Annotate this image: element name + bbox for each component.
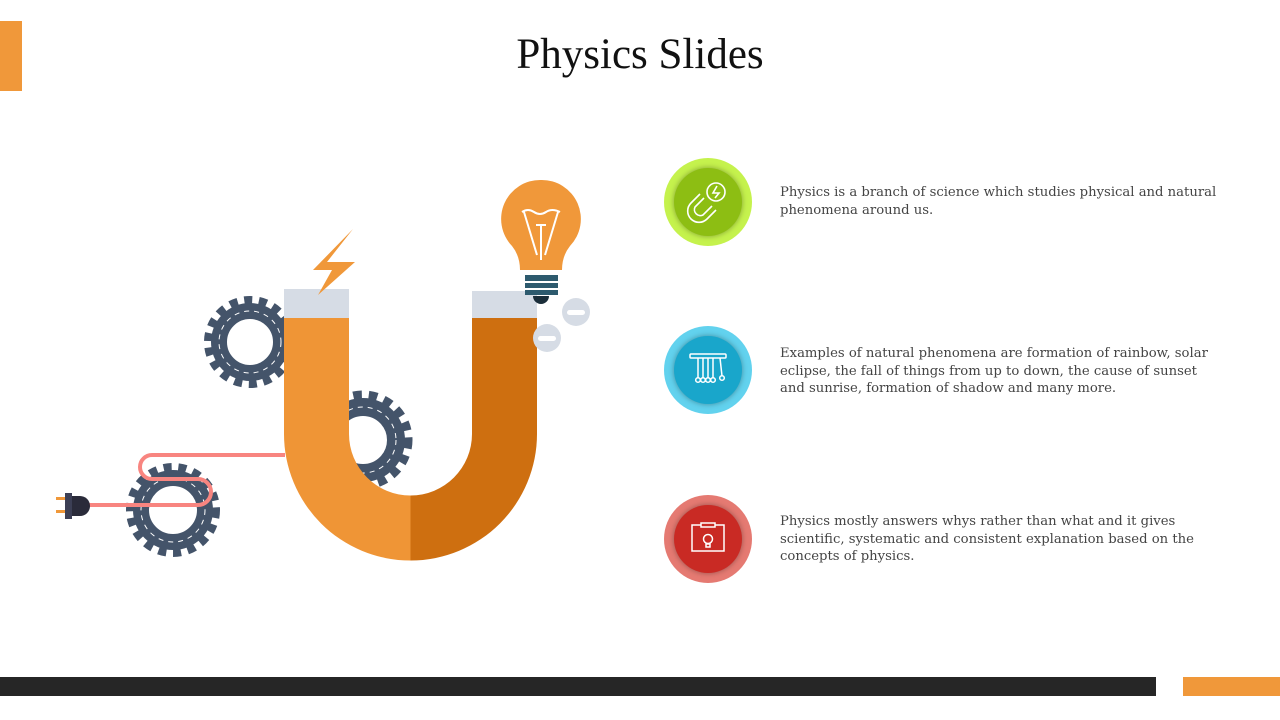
page-title: Physics Slides: [516, 31, 764, 78]
magnet: [284, 289, 537, 561]
magnet-icon: [686, 182, 726, 224]
plug-icon: [56, 493, 90, 519]
item-2-icon-badge: [664, 326, 752, 414]
item-1-text: Physics is a branch of science which stu…: [780, 185, 1217, 218]
minus-charge-icon: [533, 298, 590, 352]
footer-bar-accent: [1183, 677, 1280, 696]
circuit-bulb-icon: [691, 522, 725, 552]
light-bulb-icon: [501, 179, 581, 304]
power-cord: [85, 453, 285, 507]
magnet-illustration: [56, 179, 590, 561]
gear-icon: [126, 463, 220, 557]
item-3-text: Physics mostly answers whys rather than …: [780, 514, 1194, 564]
footer-bar-dark: [0, 677, 1156, 696]
item-3-icon-badge: [664, 495, 752, 583]
gear-icon: [204, 296, 296, 388]
item-1-icon-badge: [664, 158, 752, 246]
lightning-icon: [313, 229, 355, 295]
item-2-text: Examples of natural phenomena are format…: [780, 346, 1208, 396]
corner-accent: [0, 21, 22, 91]
newtons-cradle-icon: [689, 353, 727, 384]
